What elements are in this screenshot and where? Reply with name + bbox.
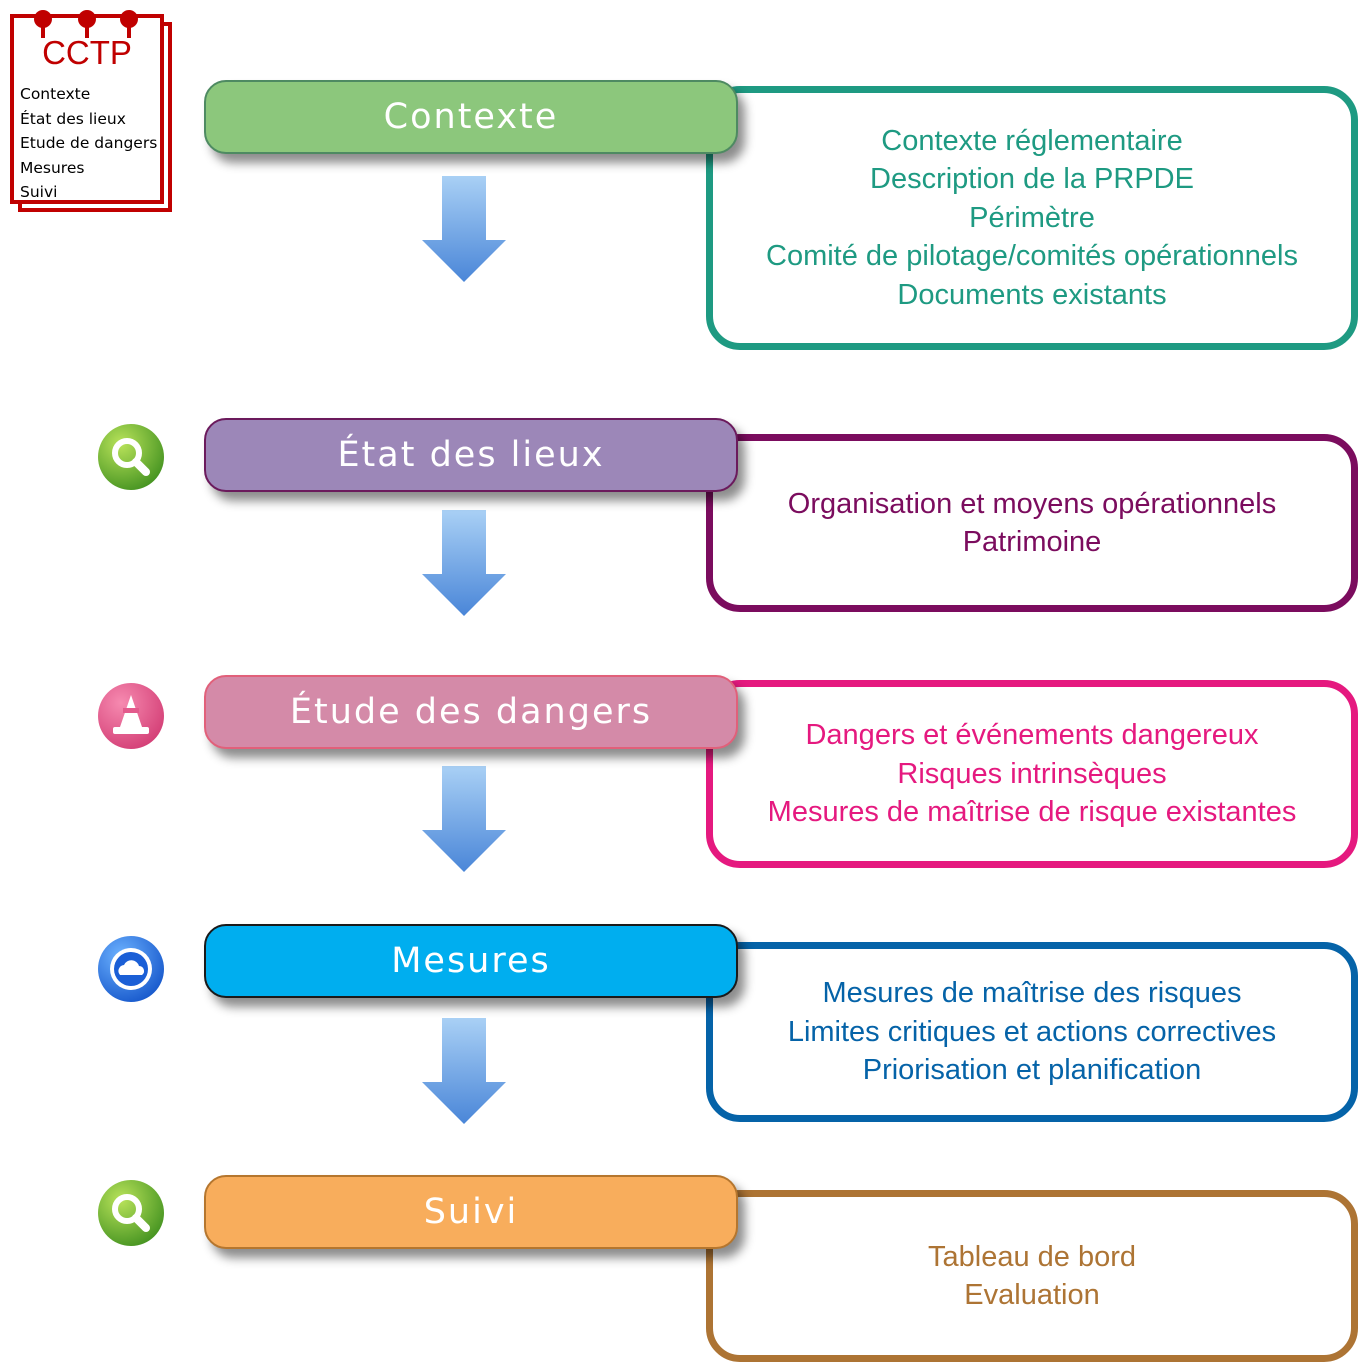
notebook-item: Contexte	[20, 85, 91, 103]
notebook-front-page: CCTP Contexte État des lieux Etude de da…	[10, 14, 164, 204]
details-mesures: Mesures de maîtrise des risques Limites …	[706, 942, 1358, 1122]
step-contexte: Contexte	[204, 80, 738, 154]
magnifier-icon	[96, 422, 166, 492]
down-arrow-icon	[422, 176, 506, 282]
step-label: Étude des dangers	[289, 692, 653, 732]
step-label: État des lieux	[337, 435, 605, 475]
detail-item: Dangers et événements dangereux	[805, 719, 1259, 752]
down-arrow-icon	[422, 510, 506, 616]
notebook-item: Etude de dangers	[20, 134, 158, 152]
detail-item: Organisation et moyens opérationnels	[787, 487, 1277, 520]
step-mesures: Mesures	[204, 924, 738, 998]
step-suivi: Suivi	[204, 1175, 738, 1249]
details-etat-des-lieux: Organisation et moyens opérationnels Pat…	[706, 434, 1358, 612]
notebook-item: Mesures	[20, 158, 85, 177]
notebook-title: CCTP	[42, 34, 132, 71]
notebook-ring-icon	[120, 10, 138, 38]
detail-item: Risques intrinsèques	[897, 757, 1167, 790]
step-label: Contexte	[383, 97, 559, 137]
cctp-notebook: CCTP Contexte État des lieux Etude de da…	[10, 10, 175, 216]
detail-item: Tableau de bord	[928, 1240, 1136, 1273]
detail-item: Limites critiques et actions correctives	[787, 1015, 1277, 1048]
details-etude-des-dangers: Dangers et événements dangereux Risques …	[706, 680, 1358, 868]
step-etat-des-lieux: État des lieux	[204, 418, 738, 492]
down-arrow-icon	[422, 766, 506, 872]
detail-item: Documents existants	[897, 278, 1167, 311]
cloud-icon	[98, 936, 164, 1002]
detail-item: Priorisation et planification	[862, 1054, 1202, 1087]
notebook-item: Suivi	[20, 183, 58, 201]
detail-item: Contexte réglementaire	[881, 124, 1183, 157]
magnifier-icon	[96, 1178, 166, 1248]
step-label: Mesures	[391, 941, 551, 981]
down-arrow-icon	[422, 1018, 506, 1124]
detail-item: Evaluation	[964, 1279, 1100, 1311]
traffic-cone-icon	[98, 683, 164, 749]
detail-item: Périmètre	[969, 201, 1095, 234]
detail-item: Description de la PRPDE	[870, 163, 1194, 196]
step-etude-des-dangers: Étude des dangers	[204, 675, 738, 749]
notebook-item: État des lieux	[20, 109, 126, 128]
notebook-ring-icon	[34, 10, 52, 38]
detail-item: Mesures de maîtrise des risques	[822, 977, 1242, 1010]
details-suivi: Tableau de bord Evaluation	[706, 1190, 1358, 1362]
notebook-ring-icon	[78, 10, 96, 38]
notebook-items: Contexte État des lieux Etude de dangers…	[20, 82, 157, 205]
step-label: Suivi	[423, 1192, 519, 1232]
details-contexte: Contexte réglementaire Description de la…	[706, 86, 1358, 350]
detail-item: Comité de pilotage/comités opérationnels	[766, 240, 1298, 273]
detail-item: Mesures de maîtrise de risque existantes	[767, 796, 1297, 829]
detail-item: Patrimoine	[962, 526, 1102, 558]
